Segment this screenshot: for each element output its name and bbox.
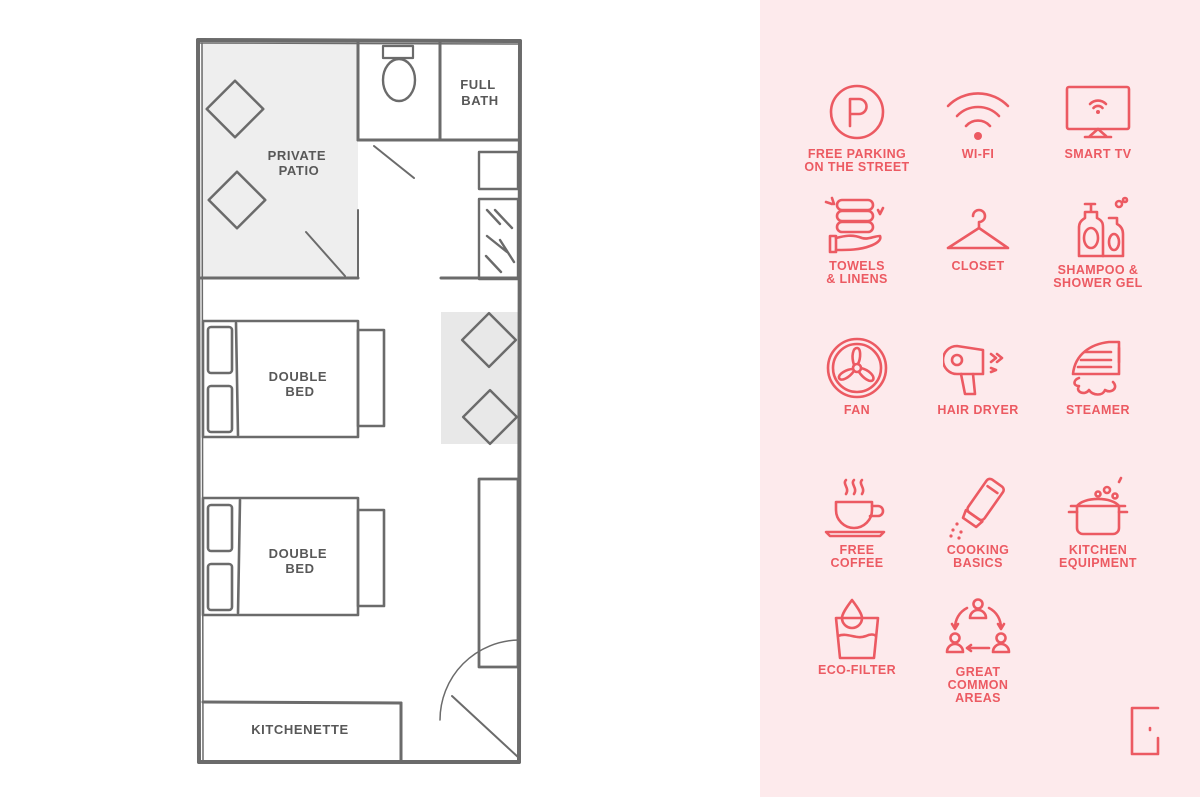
- double-bed-1: [201, 319, 386, 439]
- amenity-label: FAN: [843, 403, 871, 417]
- amenity-smart-tv: SMART TV: [1023, 84, 1173, 161]
- private-patio-area: [201, 42, 358, 278]
- kitchenette-area: [201, 700, 403, 762]
- amenity-label: HAIR DRYER: [937, 403, 1019, 417]
- hair-dryer-icon: [943, 344, 1004, 396]
- amenity-label: TOWELS & LINENS: [826, 259, 888, 286]
- private-patio-label: PRIVATE PATIO: [268, 148, 331, 178]
- shampoo-bottles-icon: [1077, 196, 1129, 258]
- amenity-shampoo: SHAMPOO & SHOWER GEL: [1023, 196, 1173, 290]
- amenity-label: GREAT COMMON AREAS: [947, 665, 1009, 705]
- floor-plan: FULL BATH PRIVATE PATIO DOUBLE BED DOUBL…: [196, 38, 522, 764]
- parking-icon: [829, 84, 885, 140]
- amenity-fan: FAN: [782, 336, 932, 417]
- amenity-wifi: WI-FI: [903, 84, 1053, 161]
- brand-logo-icon: [1130, 706, 1160, 756]
- amenity-coffee: FREE COFFEE: [782, 476, 932, 570]
- wifi-icon: [946, 92, 1010, 140]
- amenity-label: SHAMPOO & SHOWER GEL: [1053, 263, 1143, 290]
- closet-niche-area: [441, 312, 518, 444]
- amenity-steamer: STEAMER: [1023, 334, 1173, 417]
- amenity-label: KITCHEN EQUIPMENT: [1059, 543, 1137, 570]
- amenity-label: WI-FI: [961, 147, 995, 161]
- amenity-label: COOKING BASICS: [946, 543, 1010, 570]
- fan-icon: [826, 337, 888, 399]
- amenity-parking: FREE PARKING ON THE STREET: [782, 84, 932, 174]
- patio-walls: [199, 40, 360, 280]
- salt-shaker-icon: [949, 477, 1005, 540]
- amenity-common-areas: GREAT COMMON AREAS: [903, 596, 1053, 705]
- amenity-label: ECO-FILTER: [817, 663, 897, 677]
- amenity-eco-filter: ECO-FILTER: [782, 596, 932, 677]
- full-bath-label: FULL BATH: [460, 77, 500, 108]
- amenity-hair-dryer: HAIR DRYER: [903, 340, 1053, 417]
- kitchenette-label: KITCHENETTE: [251, 722, 349, 737]
- people-cycle-icon: [945, 598, 1011, 654]
- amenity-label: FREE COFFEE: [830, 543, 884, 570]
- coffee-cup-icon: [824, 478, 886, 538]
- smart-tv-icon: [1065, 85, 1131, 139]
- water-glass-icon: [834, 598, 880, 660]
- amenity-kitchen: KITCHEN EQUIPMENT: [1023, 476, 1173, 570]
- amenity-cooking: COOKING BASICS: [903, 476, 1053, 570]
- amenity-label: FREE PARKING ON THE STREET: [804, 147, 910, 174]
- double-bed-1-label: DOUBLE BED: [269, 369, 332, 399]
- hanger-icon: [946, 208, 1010, 250]
- amenity-label: STEAMER: [1066, 403, 1130, 417]
- amenity-closet: CLOSET: [903, 204, 1053, 273]
- double-bed-2-label: DOUBLE BED: [269, 546, 332, 576]
- toilet-icon: [381, 44, 415, 60]
- cooking-pot-icon: [1067, 476, 1129, 536]
- amenity-towels: TOWELS & LINENS: [782, 196, 932, 286]
- entry-door: [439, 639, 520, 759]
- amenity-label: CLOSET: [951, 259, 1005, 273]
- right-fixtures: [439, 150, 520, 669]
- double-bed-2: [201, 496, 386, 617]
- amenity-label: SMART TV: [1064, 147, 1132, 161]
- towels-icon: [824, 196, 885, 254]
- steamer-icon: [1071, 340, 1121, 396]
- bathroom-walls: [356, 40, 521, 179]
